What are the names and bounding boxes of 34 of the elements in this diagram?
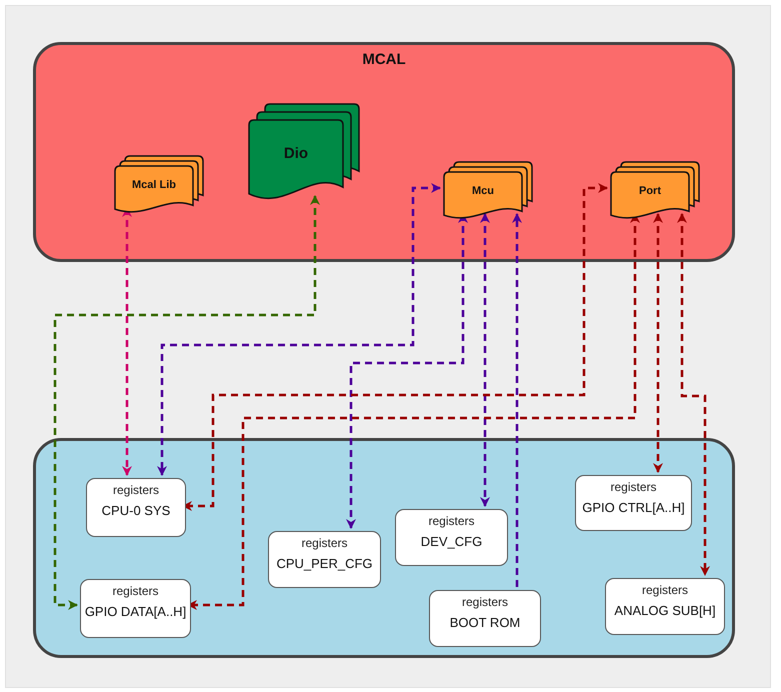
register-box xyxy=(395,509,508,566)
register-box xyxy=(86,478,186,537)
module-label: Port xyxy=(638,185,662,199)
module-label: Mcal Lib xyxy=(130,179,177,193)
register-caption: registers xyxy=(642,582,688,598)
register-name: CPU_PER_CFG xyxy=(276,555,373,573)
register-name: GPIO DATA[A..H] xyxy=(84,603,186,621)
connector-arrow xyxy=(157,183,441,476)
register-caption: registers xyxy=(610,479,656,495)
connector-arrow xyxy=(653,213,663,473)
register-caption: registers xyxy=(301,535,348,551)
register-name: BOOT ROM xyxy=(450,614,520,632)
group-panel xyxy=(33,42,735,262)
register-name: GPIO CTRL[A..H] xyxy=(582,499,685,517)
panel-title: MCAL xyxy=(361,50,407,70)
register-name: CPU-0 SYS xyxy=(102,502,170,520)
register-box xyxy=(605,578,725,635)
register-name: DEV_CFG xyxy=(420,533,482,551)
register-caption: registers xyxy=(112,583,158,599)
register-caption: registers xyxy=(462,594,508,610)
connector-arrow xyxy=(54,195,320,610)
connector-arrow xyxy=(677,213,710,576)
register-box xyxy=(429,590,541,647)
register-box xyxy=(575,475,692,531)
register-box xyxy=(268,531,381,588)
register-name: ANALOG SUB[H] xyxy=(614,602,716,620)
module-label: Mcu xyxy=(471,185,495,199)
module-label: Dio xyxy=(282,145,310,164)
connector-arrow xyxy=(480,213,490,507)
connector-arrow xyxy=(512,213,522,587)
register-caption: registers xyxy=(428,513,474,529)
group-panel xyxy=(33,438,735,658)
register-box xyxy=(80,579,191,638)
register-caption: registers xyxy=(112,482,159,498)
